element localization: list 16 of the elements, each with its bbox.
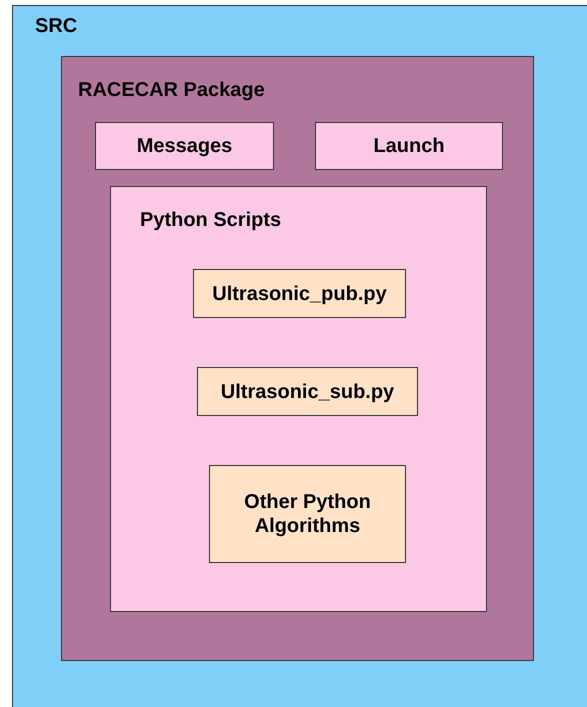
file-box [197, 367, 418, 416]
folder-box [95, 122, 274, 170]
package-panel [61, 56, 534, 661]
scripts-panel [110, 186, 487, 612]
file-box [209, 465, 406, 563]
label: Ultrasonic_sub.py [220, 380, 396, 404]
heading: Python Scripts [140, 209, 282, 232]
outer-panel [12, 5, 587, 707]
heading: SRC [35, 15, 78, 38]
label: Messages [136, 134, 234, 158]
heading: RACECAR Package [78, 79, 265, 102]
folder-box [315, 122, 503, 170]
label: Launch [372, 134, 446, 158]
label: Other Python Algorithms [243, 490, 372, 538]
label: Ultrasonic_pub.py [211, 282, 388, 306]
file-box [193, 269, 406, 318]
